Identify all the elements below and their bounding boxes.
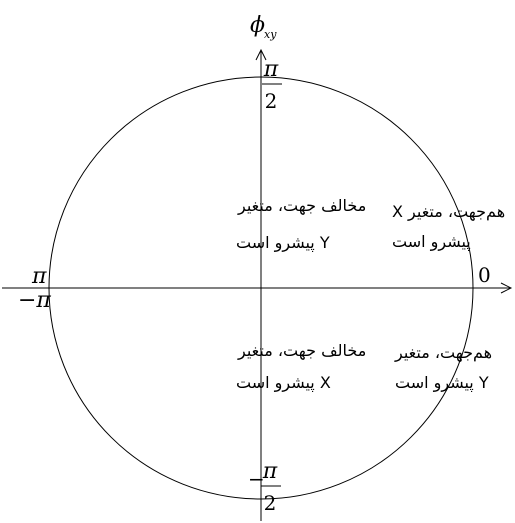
quadrant-top-left-line2: Y پیشرو است <box>236 233 330 253</box>
quadrant-bottom-right-line1: هم‌جهت، متغیر <box>394 343 492 363</box>
top-label-denominator: 2 <box>265 89 278 113</box>
axis-title-symbol: ϕ <box>250 13 265 38</box>
left-label-pi: π <box>31 264 47 289</box>
top-label-numerator: π <box>263 57 279 82</box>
quadrant-top-left-line1: مخالف جهت، متغیر <box>237 196 366 216</box>
vertical-axis-arrow <box>255 48 267 61</box>
quadrant-bottom-left-line1: مخالف جهت، متغیر <box>237 341 366 361</box>
horizontal-axis-arrow <box>500 282 513 294</box>
left-label-minus-pi: −π <box>18 288 51 313</box>
quadrant-bottom-left-line2: X پیشرو است <box>236 373 331 393</box>
quadrant-top-right-line1: هم‌جهت، متغیر X <box>392 202 505 222</box>
axis-title-subscript: xy <box>264 28 277 41</box>
bottom-label-minus: − <box>248 467 265 491</box>
bottom-label-denominator: 2 <box>264 491 277 515</box>
quadrant-bottom-right-line2: Y پیشرو است <box>395 373 489 393</box>
quadrant-top-right-line2: پیشرو است <box>392 232 471 252</box>
bottom-label-numerator: π <box>262 459 278 484</box>
right-label-zero: 0 <box>478 263 491 287</box>
